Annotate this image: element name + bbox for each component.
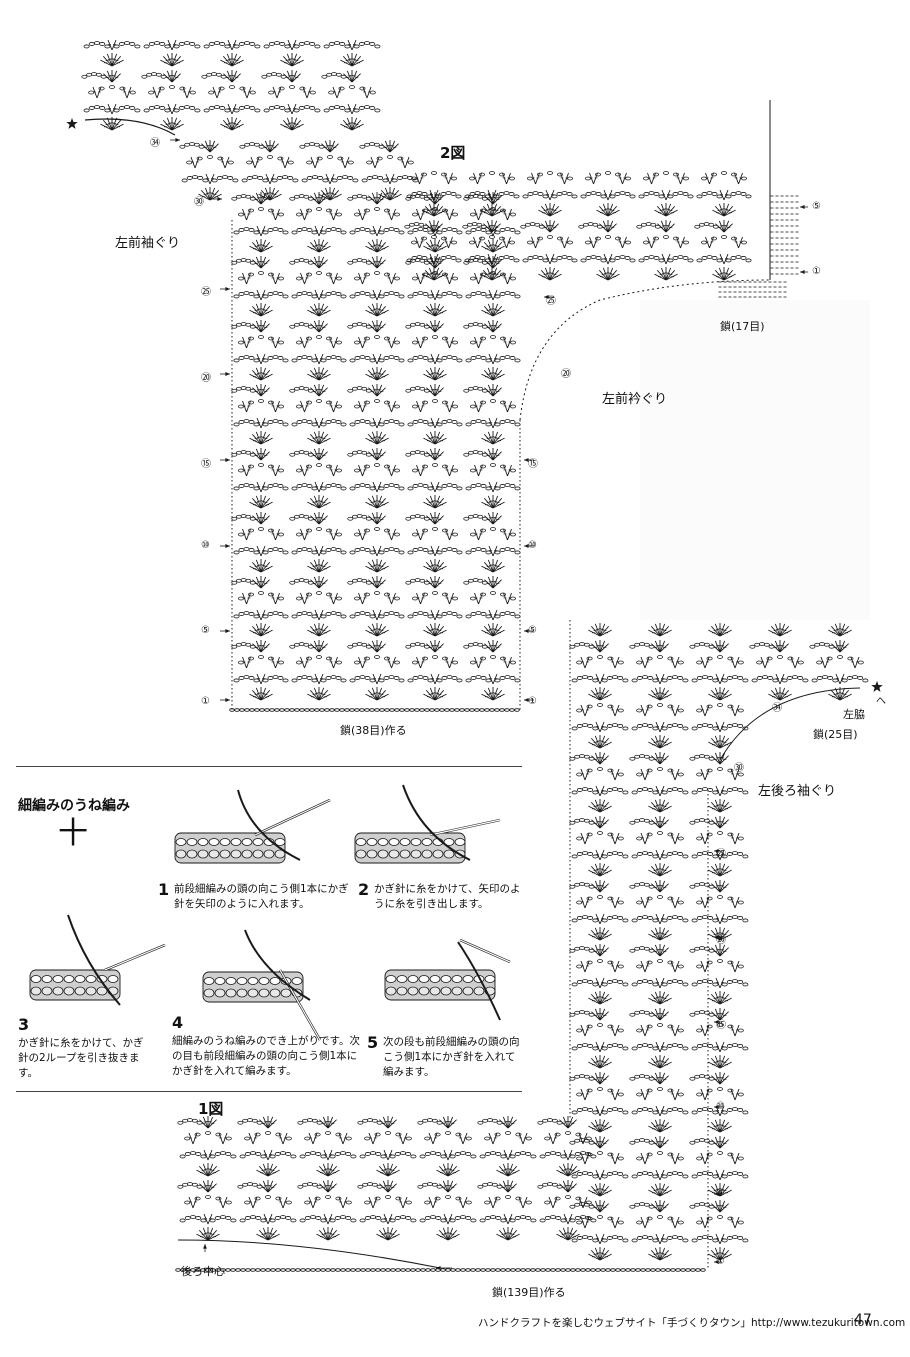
diagram-1-left-back — [175, 620, 883, 1272]
neck-label-front: 左前衿ぐり — [602, 392, 668, 407]
row-marker: ⑮ — [201, 459, 211, 470]
row-marker: ⑤ — [201, 625, 210, 636]
side-label: 左脇 — [843, 708, 865, 721]
row-marker: ⑳ — [561, 369, 571, 380]
row-marker: ㉕ — [546, 296, 556, 307]
chain-side-label: 鎖(25目) — [813, 728, 858, 741]
row-marker: ㉚ — [194, 197, 204, 208]
row-marker: ⑮ — [528, 459, 538, 470]
armhole-label-back: 左後ろ袖ぐり — [758, 784, 837, 799]
page-number: 47 — [854, 1312, 872, 1328]
technique-illustrations — [29, 784, 511, 1041]
step-text: かぎ針に糸をかけて、矢印のように糸を引き出します。 — [374, 883, 521, 910]
footer-text: ハンドクラフトを楽しむウェブサイト「手づくりタウン」http://www.tez… — [478, 1317, 906, 1329]
diagram-2-title: 2図 — [440, 144, 466, 162]
row-marker: ㉞ — [772, 703, 782, 714]
step-number: 5 — [367, 1033, 379, 1052]
step-text: 細編みのうね編みのでき上がりです。次の目も前段細編みの頭の向こう側1本にかぎ針を… — [172, 1035, 360, 1077]
section-divider-bottom — [16, 1091, 522, 1092]
row-marker: ① — [716, 1256, 725, 1267]
row-marker: ⑤ — [716, 1188, 725, 1199]
step-text: 次の段も前段細編みの頭の向こう側1本にかぎ針を入れて編みます。 — [383, 1036, 520, 1078]
row-marker: ㉕ — [201, 287, 211, 298]
diagram-1-title: 1図 — [198, 1100, 224, 1118]
step-number: 3 — [18, 1015, 30, 1034]
row-marker: ⑳ — [201, 373, 211, 384]
page-bleed — [640, 300, 870, 620]
technique-title: 細編みのうね編み — [18, 798, 130, 814]
row-marker: ㉚ — [734, 763, 744, 774]
section-divider-top — [16, 766, 522, 767]
diagram-2-left-front — [66, 39, 808, 712]
row-marker: ㉕ — [716, 849, 726, 860]
step-text: かぎ針に糸をかけて、かぎ針の2ループを引き抜きます。 — [18, 1037, 144, 1079]
step-number: 4 — [172, 1013, 184, 1032]
row-marker: ① — [201, 696, 210, 707]
row-marker: ⑤ — [528, 625, 537, 636]
row-marker: ⑩ — [528, 540, 537, 551]
row-marker: ⑩ — [201, 540, 210, 551]
chain-start-label-2: 鎖(38目)作る — [340, 724, 407, 737]
neck-chain-label: 鎖(17目) — [720, 320, 765, 333]
single-crochet-back-loop-symbol: 十 — [58, 816, 88, 851]
row-marker: ① — [812, 266, 821, 277]
row-marker: ⑮ — [716, 1020, 726, 1031]
row-marker: ① — [528, 696, 537, 707]
row-marker: ⑳ — [716, 935, 726, 946]
step-text: 前段細編みの頭の向こう側1本にかぎ針を矢印のように入れます。 — [174, 883, 349, 910]
chain-start-label-1: 鎖(139目)作る — [492, 1286, 566, 1299]
step-number: 1 — [158, 880, 170, 899]
step-number: 2 — [358, 880, 370, 899]
back-center-label: 後ろ中心 — [181, 1265, 225, 1278]
armhole-label-front: 左前袖ぐり — [115, 236, 181, 251]
row-marker: ⑩ — [716, 1101, 725, 1112]
star-note: へ — [876, 696, 886, 707]
row-marker: ㉞ — [150, 138, 160, 149]
row-marker: ⑤ — [812, 201, 821, 212]
